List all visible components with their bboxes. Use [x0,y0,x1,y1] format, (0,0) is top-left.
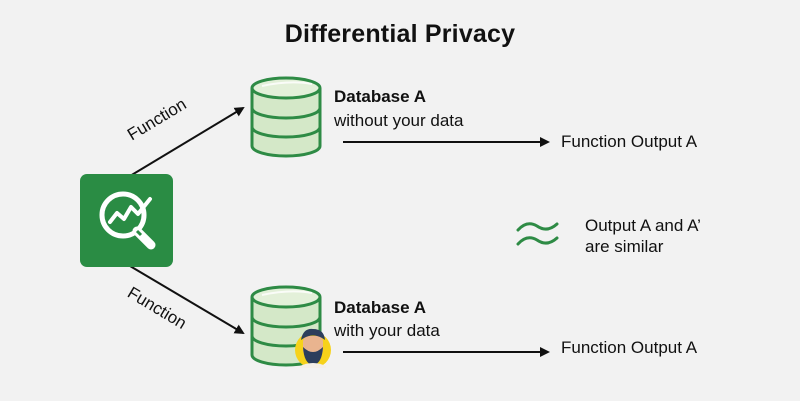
approximately-equal-icon [516,222,559,246]
similarity-line-1: Output A and A’ [585,216,701,235]
person-avatar-icon [295,328,331,368]
bottom-db-title: Database A [334,298,426,317]
bottom-db-subtitle: with your data [334,321,440,340]
edge-arrow-bottom [129,265,245,335]
similarity-line-2: are similar [585,237,664,256]
database-icon-top [250,76,322,158]
top-output-label: Function Output A [561,132,698,151]
bottom-output-label: Function Output A [561,338,698,357]
edge-arrow-top [129,106,245,177]
top-db-title: Database A [334,87,426,106]
analytics-search-icon [80,174,173,267]
top-db-subtitle: without your data [334,111,464,130]
page-title: Differential Privacy [284,20,516,48]
